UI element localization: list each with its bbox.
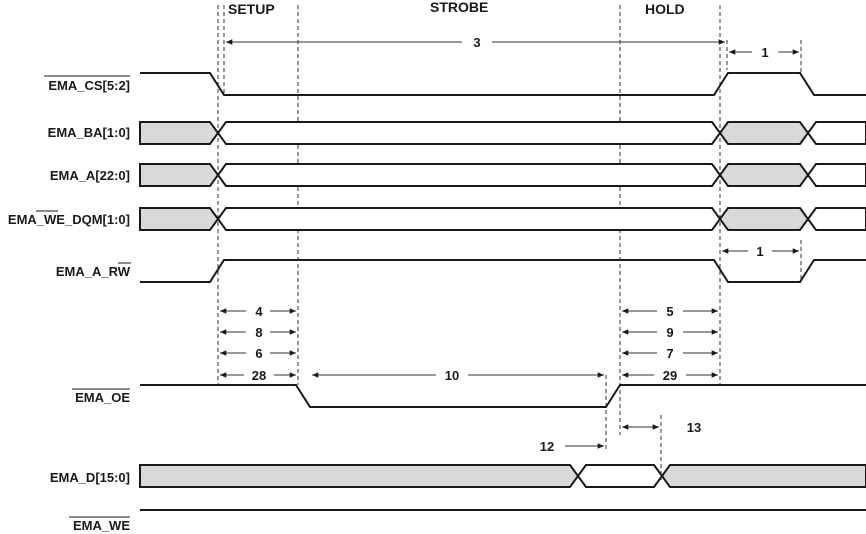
- setup-measures: [220, 308, 296, 378]
- param-1a-label: 1: [761, 45, 768, 60]
- signal-label-oe: EMA_OE: [75, 390, 130, 405]
- param-8-label: 8: [255, 325, 262, 340]
- waveform-d: [139, 464, 866, 488]
- param-1b-label: 1: [756, 244, 763, 259]
- phase-dividers: [217, 5, 802, 480]
- waveform-a-rw: [140, 259, 866, 283]
- signal-label-d: EMA_D[15:0]: [50, 470, 130, 485]
- param-28-label: 28: [252, 368, 266, 383]
- param-12-label: 12: [540, 439, 554, 454]
- param-3-label: 3: [473, 35, 480, 50]
- signal-label-a: EMA_A[22:0]: [50, 168, 130, 183]
- waveform-we-dqm: [139, 207, 866, 231]
- phase-hold-label: HOLD: [645, 1, 685, 17]
- signal-label-we-dqm: EMA_WE_DQM[1:0]: [8, 212, 130, 227]
- signal-label-cs: EMA_CS[5:2]: [48, 78, 130, 93]
- param-5-label: 5: [666, 304, 673, 319]
- param-29-label: 29: [663, 368, 677, 383]
- phase-setup-label: SETUP: [228, 1, 275, 17]
- hold-measures: [622, 308, 718, 378]
- param-9-label: 9: [666, 325, 673, 340]
- waveform-ba: [139, 121, 866, 145]
- phase-strobe-label: STROBE: [430, 0, 488, 15]
- param-10-label: 10: [445, 368, 459, 383]
- waveform-cs: [140, 72, 866, 96]
- waveform-a: [139, 163, 866, 187]
- waveform-oe: [140, 384, 866, 408]
- param-7-label: 7: [666, 346, 673, 361]
- param-13-label: 13: [687, 420, 701, 435]
- signal-label-we: EMA_WE: [73, 518, 130, 533]
- signal-label-a-rw: EMA_A_RW: [56, 264, 131, 279]
- param-4-label: 4: [255, 304, 263, 319]
- signal-label-ba: EMA_BA[1:0]: [48, 125, 130, 140]
- param-6-label: 6: [255, 346, 262, 361]
